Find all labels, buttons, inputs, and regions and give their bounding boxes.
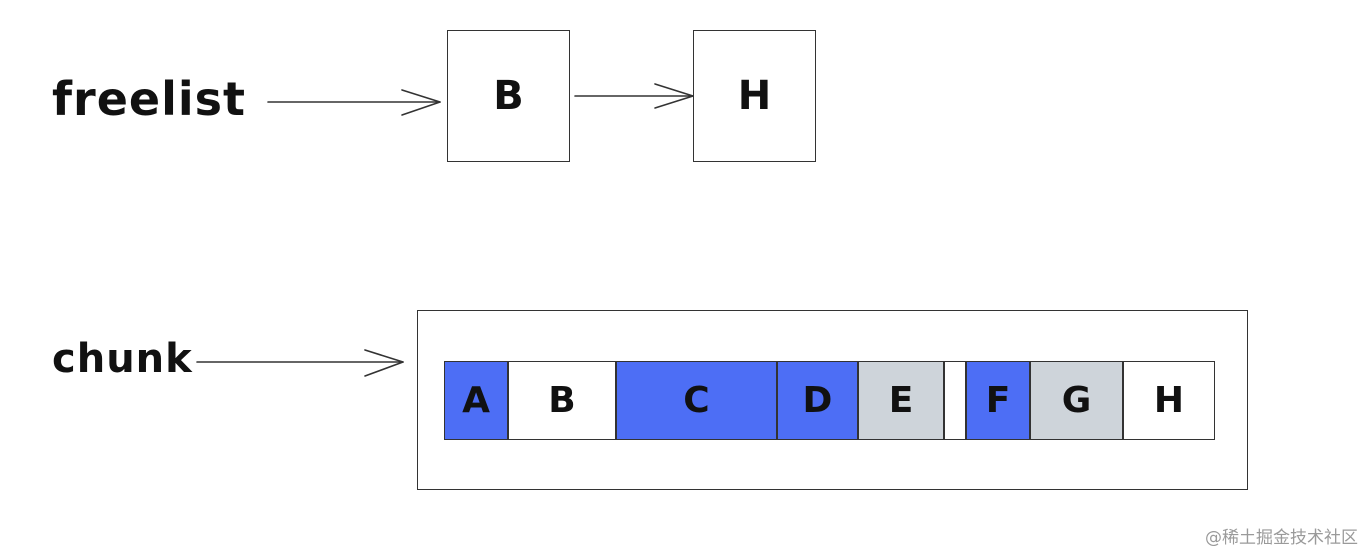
chunk-cell-c: C — [616, 361, 777, 440]
chunk-cell-h: H — [1123, 361, 1215, 440]
freelist-link-arrow — [574, 83, 694, 109]
chunk-cell-b: B — [508, 361, 616, 440]
chunk-label: chunk — [52, 336, 193, 382]
freelist-label: freelist — [52, 72, 246, 126]
chunk-cell-gap — [944, 361, 966, 440]
chunk-cell-a: A — [444, 361, 508, 440]
watermark: @稀土掘金技术社区 — [1205, 528, 1358, 548]
chunk-cell-d: D — [777, 361, 858, 440]
chunk-cell-e: E — [858, 361, 944, 440]
freelist-node-b: B — [447, 30, 570, 162]
freelist-arrow — [267, 89, 441, 116]
chunk-cell-g: G — [1030, 361, 1123, 440]
chunk-cell-f: F — [966, 361, 1030, 440]
freelist-node-h: H — [693, 30, 816, 162]
chunk-arrow — [196, 349, 404, 377]
